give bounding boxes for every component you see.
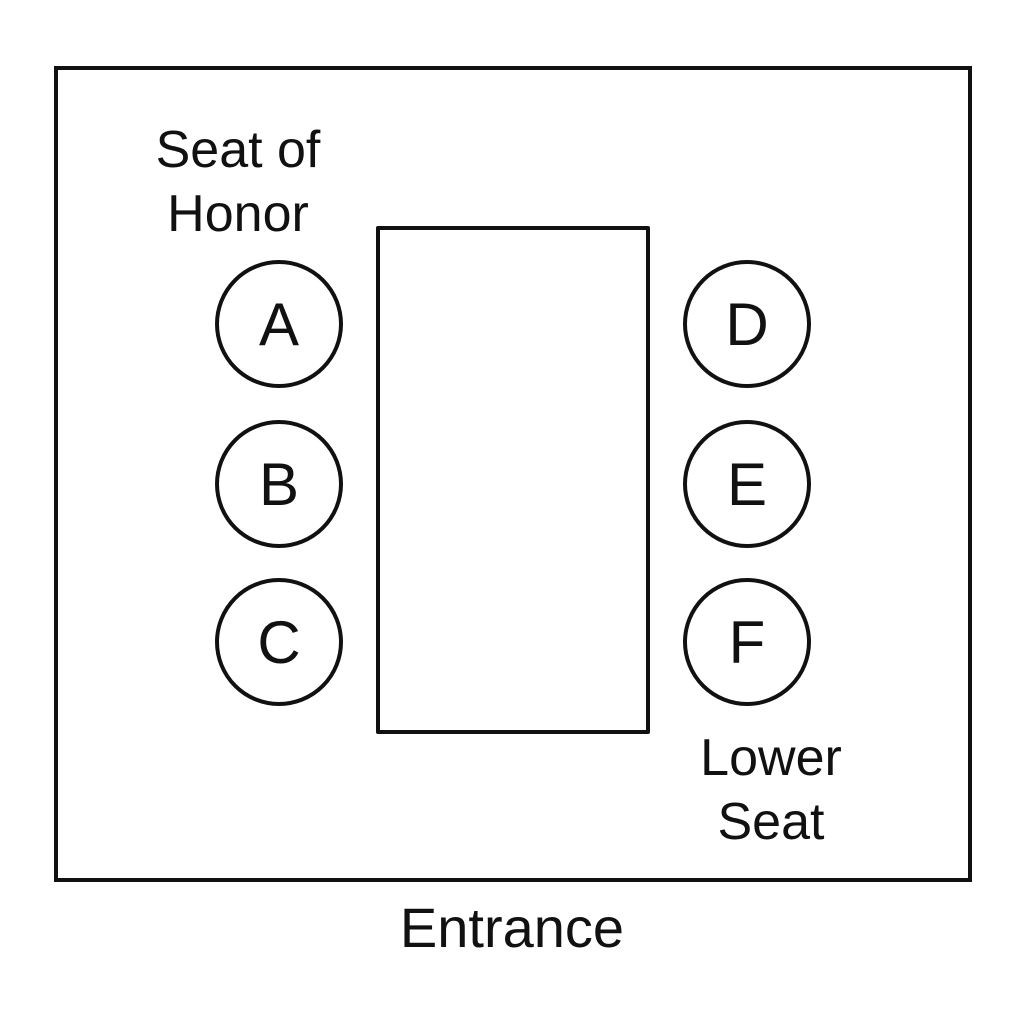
seat-b: B bbox=[215, 420, 343, 548]
seat-e: E bbox=[683, 420, 811, 548]
seat-of-honor-line1: Seat of bbox=[155, 121, 321, 179]
lower-seat-label: Lower Seat bbox=[660, 726, 882, 854]
seat-c: C bbox=[215, 578, 343, 706]
seat-f: F bbox=[683, 578, 811, 706]
room-outline bbox=[54, 66, 972, 882]
seat-of-honor-label: Seat of Honor bbox=[118, 118, 358, 246]
table bbox=[376, 226, 650, 734]
seat-of-honor-line2: Honor bbox=[167, 185, 309, 243]
seat-a: A bbox=[215, 260, 343, 388]
lower-seat-line1: Lower bbox=[700, 729, 842, 787]
seat-d: D bbox=[683, 260, 811, 388]
entrance-label: Entrance bbox=[399, 896, 625, 959]
lower-seat-line2: Seat bbox=[717, 793, 825, 851]
